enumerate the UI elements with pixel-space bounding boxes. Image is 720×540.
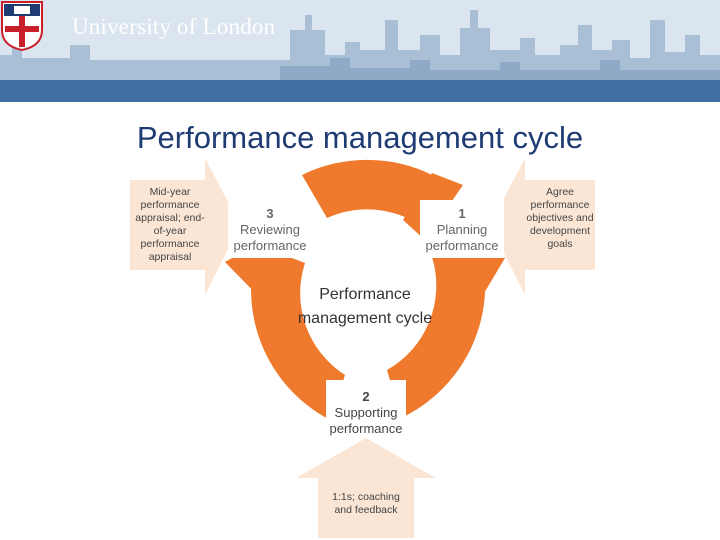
right-callout-arrow xyxy=(490,158,595,295)
right-callout-text: Agree performance objectives and develop… xyxy=(526,186,594,250)
cycle-segment-left xyxy=(251,245,345,420)
stage-1-label: 1 Planning performance xyxy=(420,206,504,254)
stage-3-plate xyxy=(228,200,312,258)
bottom-callout-arrow xyxy=(296,438,436,538)
university-crest-icon xyxy=(1,1,43,52)
cycle-center-label: Performance management cycle xyxy=(297,286,433,327)
stage-2-label: 2 Supporting performance xyxy=(320,389,412,437)
slide-title: Performance management cycle xyxy=(136,120,584,155)
bottom-callout-text: 1:1s; coaching and feedback xyxy=(332,491,400,516)
stage-1-plate xyxy=(420,200,504,258)
stage-3-number: 3 xyxy=(266,206,274,221)
banner-band xyxy=(0,80,720,102)
stage-3-text: Reviewing performance xyxy=(233,222,307,253)
left-callout-arrow xyxy=(130,158,240,295)
institution-name: University of London xyxy=(72,14,276,39)
cycle-segment-top xyxy=(302,159,432,218)
stage-2-text: Supporting performance xyxy=(329,405,403,436)
stage-1-text: Planning performance xyxy=(425,222,499,253)
cycle-segment-right xyxy=(387,243,486,418)
stage-3-label: 3 Reviewing performance xyxy=(226,206,314,254)
stage-1-number: 1 xyxy=(458,206,466,221)
stage-2-number: 2 xyxy=(362,389,370,404)
left-callout-text: Mid-year performance appraisal; end-of-y… xyxy=(135,186,205,263)
stage-2-plate xyxy=(326,380,406,438)
cycle-arrowhead-left-top xyxy=(225,245,283,300)
header-banner: University of London xyxy=(0,0,720,102)
